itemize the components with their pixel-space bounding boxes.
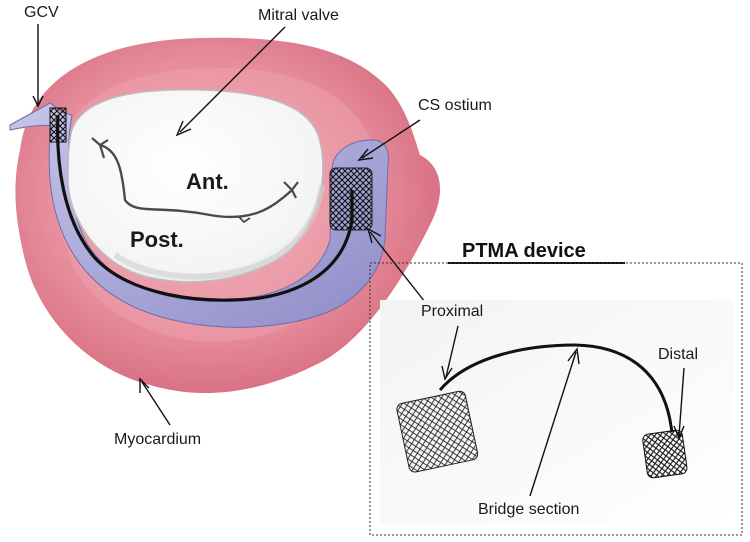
ptma-panel-frame: [369, 262, 743, 536]
mitral-valve-arrow: [179, 26, 286, 133]
proximal-label: Proximal: [421, 303, 483, 320]
myocardium-label: Myocardium: [114, 431, 201, 448]
commissure-mid: [237, 215, 251, 224]
ptma-title: PTMA device: [462, 240, 586, 262]
bridge-section-arrow: [529, 351, 577, 497]
gcv-arrowhead: [32, 95, 44, 108]
mitral-valve-label: Mitral valve: [258, 7, 339, 24]
cs-stent-arrow: [369, 231, 426, 303]
mitral-valve-arrowhead: [175, 120, 192, 137]
device-photo-distal-stent: [642, 429, 688, 479]
commissure-left: [91, 137, 109, 159]
myocardium-arrow: [141, 381, 171, 426]
coaptation-line: [99, 143, 293, 219]
cs-ostium-label: CS ostium: [418, 97, 492, 114]
distal-arrowhead: [673, 425, 685, 440]
gcv-stent: [49, 107, 67, 143]
device-photo-bridge: [438, 343, 674, 433]
posterior-label: Post.: [130, 227, 184, 252]
myocardium-arrowhead: [139, 377, 150, 393]
device-photo-proximal-stent: [396, 390, 479, 473]
distal-arrow: [678, 367, 685, 437]
valve-edge-shadow: [113, 184, 325, 280]
proximal-arrow: [445, 325, 459, 378]
device-bridge-line: [56, 114, 354, 302]
proximal-arrowhead: [441, 365, 453, 381]
bridge-section-label: Bridge section: [478, 501, 579, 518]
cs-ostium-arrowhead: [357, 148, 374, 161]
anterior-label: Ant.: [186, 169, 229, 194]
distal-label: Distal: [658, 346, 698, 363]
cs-ostium-stent: [329, 167, 373, 231]
gcv-label: GCV: [24, 4, 59, 21]
bridge-section-arrowhead: [567, 347, 580, 365]
cs-ostium-arrow: [361, 119, 421, 159]
cs-stent-arrowhead: [366, 227, 382, 244]
commissure-right: [283, 181, 299, 199]
